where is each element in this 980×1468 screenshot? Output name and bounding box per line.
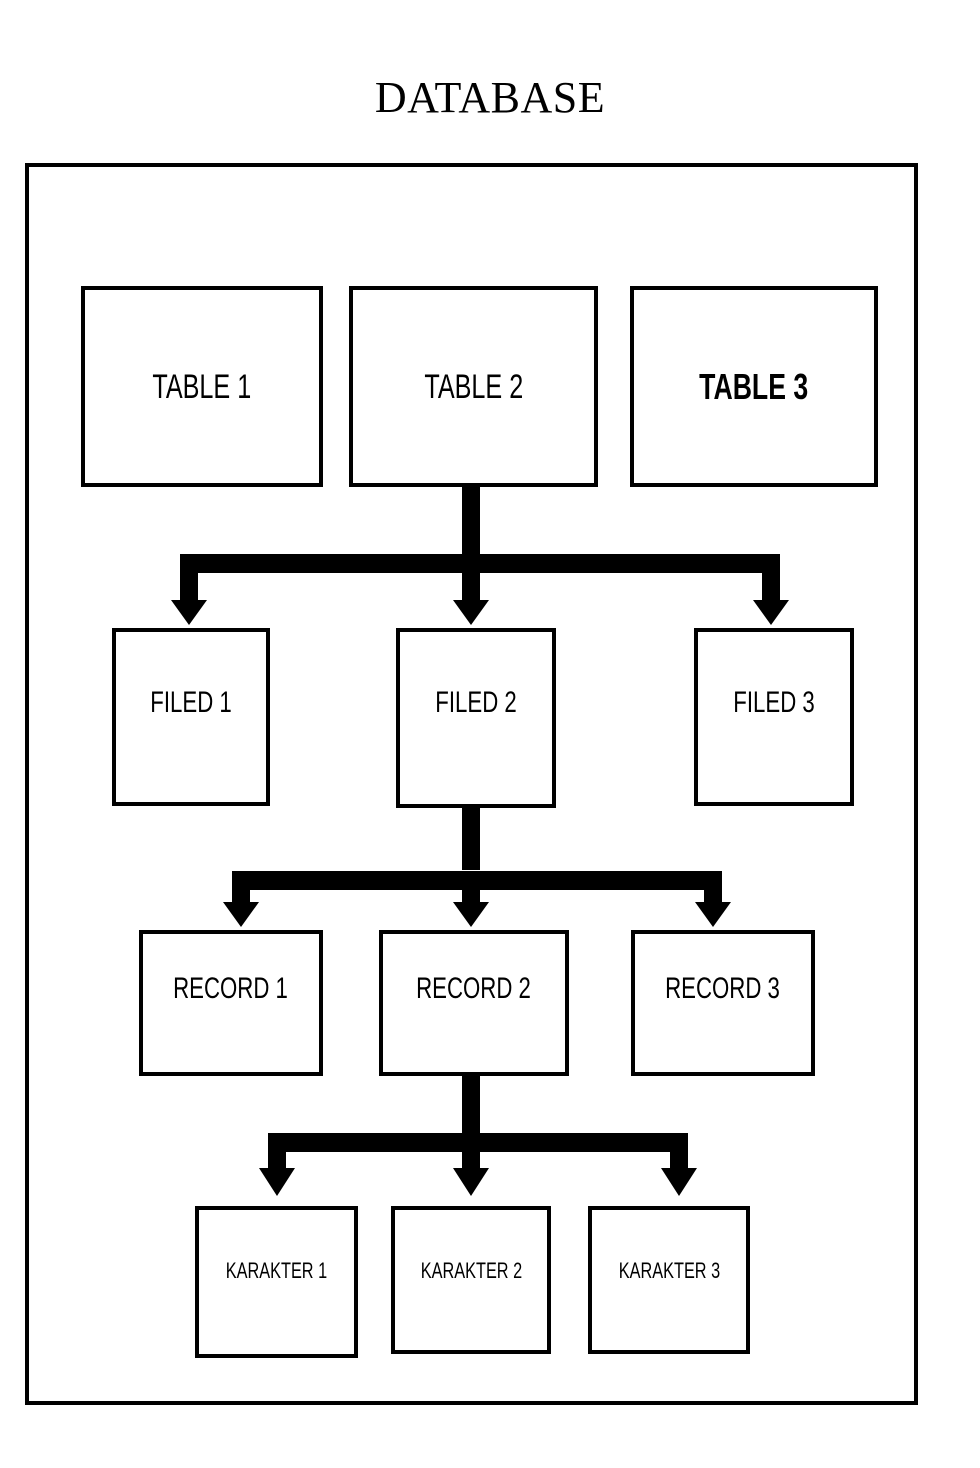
node-label: TABLE 2 [424, 367, 523, 406]
node-karakter-2[interactable]: KARAKTER 2 [391, 1206, 551, 1354]
node-label: TABLE 3 [699, 365, 809, 407]
node-filed-2[interactable]: FILED 2 [396, 628, 556, 808]
node-label: FILED 3 [733, 686, 815, 719]
node-karakter-3[interactable]: KARAKTER 3 [588, 1206, 750, 1354]
node-label: TABLE 1 [152, 367, 252, 406]
node-label: KARAKTER 2 [420, 1258, 522, 1283]
node-label: KARAKTER 3 [618, 1258, 720, 1283]
node-label: KARAKTER 1 [225, 1258, 328, 1283]
node-filed-3[interactable]: FILED 3 [694, 628, 854, 806]
node-label: RECORD 3 [665, 972, 781, 1005]
node-filed-1[interactable]: FILED 1 [112, 628, 270, 806]
node-record-3[interactable]: RECORD 3 [631, 930, 815, 1076]
page-title: DATABASE [374, 73, 606, 122]
node-record-1[interactable]: RECORD 1 [139, 930, 323, 1076]
node-label: RECORD 2 [416, 972, 532, 1005]
node-table-1[interactable]: TABLE 1 [81, 286, 323, 487]
node-record-2[interactable]: RECORD 2 [379, 930, 569, 1076]
node-table-2[interactable]: TABLE 2 [349, 286, 598, 487]
node-table-3[interactable]: TABLE 3 [630, 286, 878, 487]
node-karakter-1[interactable]: KARAKTER 1 [195, 1206, 358, 1358]
node-label: FILED 1 [150, 686, 232, 719]
node-label: RECORD 1 [173, 972, 289, 1005]
node-label: FILED 2 [435, 686, 517, 719]
